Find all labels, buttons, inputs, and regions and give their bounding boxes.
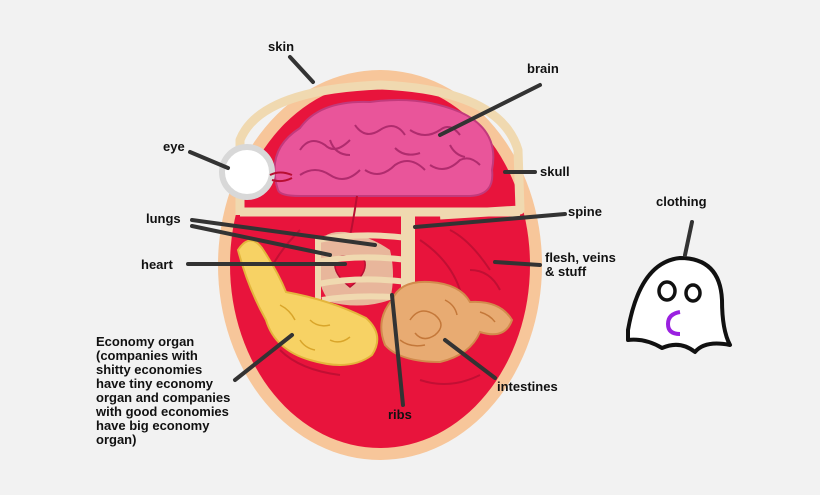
label-skin: skin [268, 39, 295, 54]
flesh-pointer [493, 260, 542, 267]
ghost [626, 256, 732, 354]
label-eye: eye [163, 139, 185, 154]
label-spine: spine [568, 204, 602, 219]
ribs-pointer [390, 293, 405, 407]
lungs-pointer-a [190, 218, 377, 247]
brain-pointer [438, 83, 542, 137]
economy-organ [236, 239, 379, 366]
label-economy-organ: Economy organ (companies with shitty eco… [96, 334, 231, 447]
brain [273, 98, 495, 197]
lungs-pointer-b [190, 224, 332, 257]
ghost-eye-right [684, 283, 702, 303]
skin-pointer [288, 55, 315, 84]
ghost-mouth [665, 310, 681, 336]
ghost-eye-left [657, 280, 677, 302]
economy-organ-texture [279, 304, 351, 351]
label-skull: skull [540, 164, 570, 179]
label-clothing: clothing [656, 194, 707, 209]
intestines-pointer [443, 338, 497, 380]
clothing-pointer [683, 220, 694, 257]
label-ribs: ribs [388, 407, 412, 422]
intestine-coils [399, 299, 496, 347]
label-intestines: intestines [497, 379, 558, 394]
eye [219, 144, 275, 200]
skull [235, 80, 525, 220]
label-flesh: flesh, veins & stuff [545, 250, 616, 279]
label-heart: heart [141, 257, 173, 272]
pointer-lines [186, 55, 694, 407]
brain-folds [299, 124, 481, 180]
optic-nerve [269, 171, 293, 183]
label-brain: brain [527, 61, 559, 76]
spine-pointer [413, 212, 567, 229]
economy-pointer [233, 333, 294, 382]
intestines [380, 280, 514, 364]
label-lungs: lungs [146, 211, 181, 226]
eye-pointer [188, 150, 230, 170]
